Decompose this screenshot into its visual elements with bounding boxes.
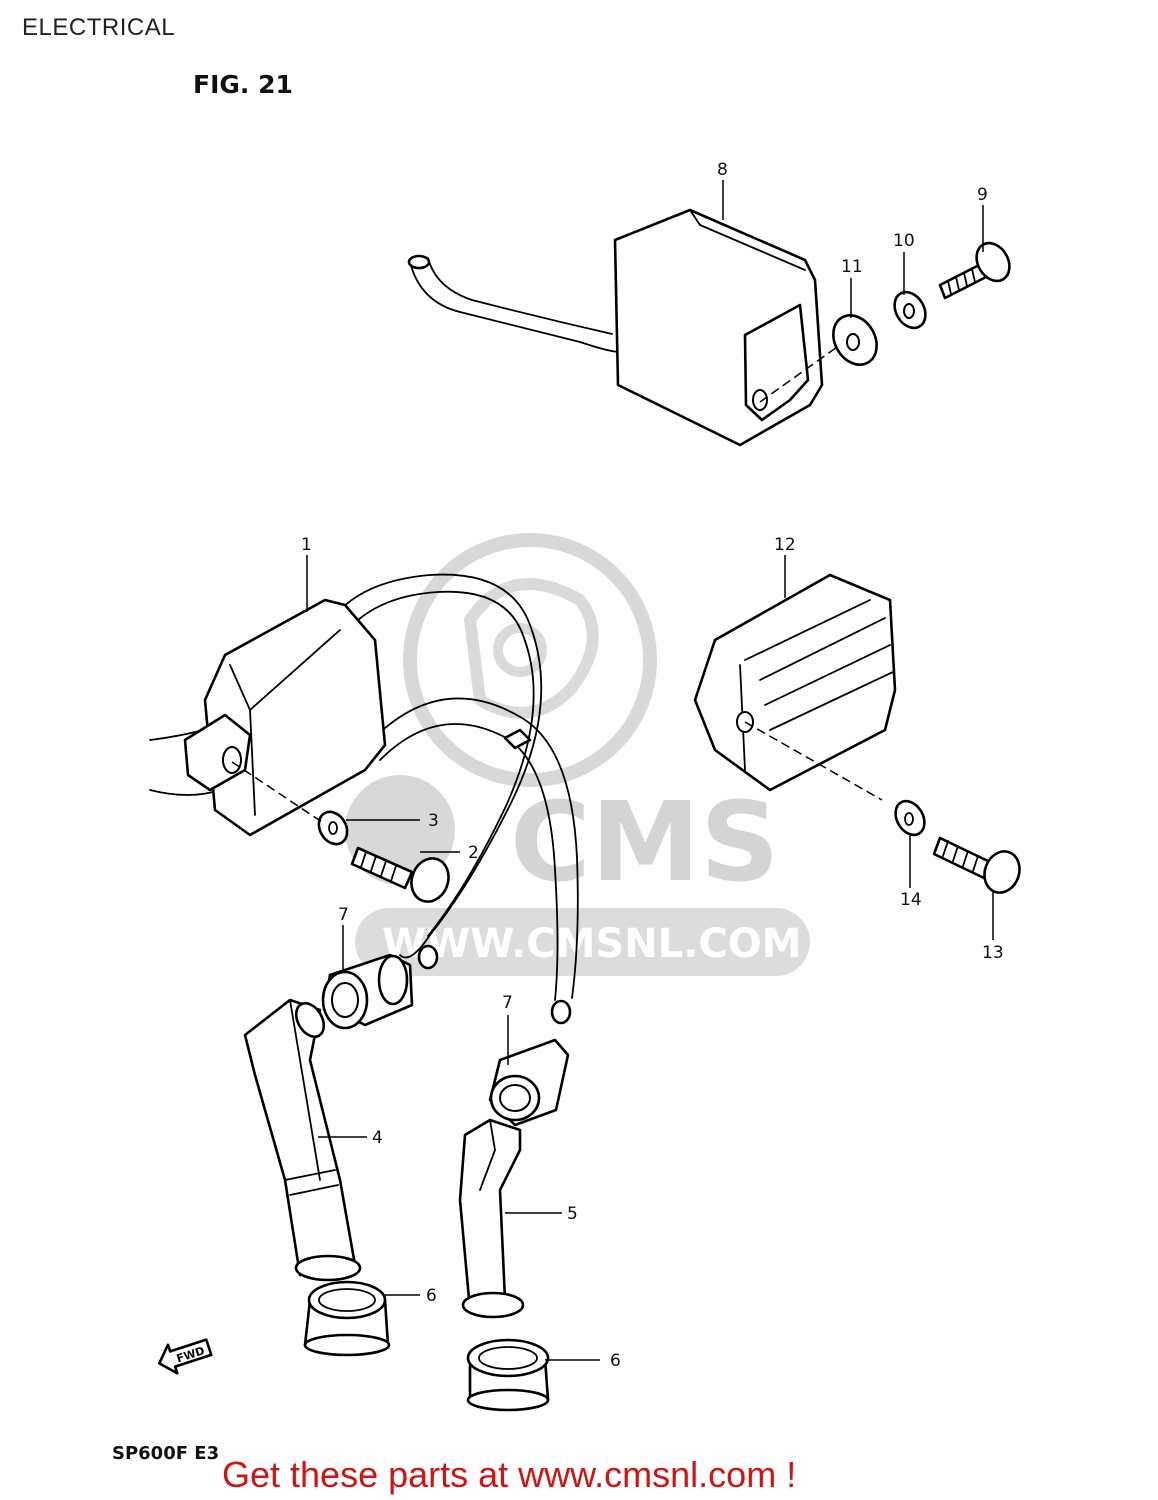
part-7-grommet-right [488,1038,570,1127]
part-13-screw [932,836,1021,894]
part-10-lock-washer [893,290,927,330]
callout-6b: 6 [610,1351,621,1371]
callout-7b: 7 [502,993,513,1013]
callout-1: 1 [301,535,312,555]
callout-4: 4 [372,1128,383,1148]
callout-11: 11 [841,257,863,277]
model-code: SP600F E3 [112,1443,220,1464]
callout-5: 5 [567,1204,578,1224]
watermark: CMS WWW.CMSNL.COM [345,533,810,976]
callout-6a: 6 [426,1286,437,1306]
leader-lines [306,180,994,1361]
callout-14: 14 [900,890,922,910]
part-8-igniter-unit [407,208,824,447]
part-3-washer [317,810,349,846]
part-6-cover-right [466,1338,550,1412]
assembly-lines [231,344,883,823]
part-9-screw [938,241,1011,300]
callout-9: 9 [977,185,988,205]
cta-link[interactable]: Get these parts at www.cmsnl.com ! [222,1454,797,1495]
watermark-brand: CMS [510,778,779,906]
callout-13: 13 [982,943,1004,963]
part-2-bolt [350,846,450,903]
figure-number: FIG. 21 [193,70,293,99]
part-11-washer [832,314,878,366]
callout-10: 10 [893,231,915,251]
fwd-arrow: FWD [158,1338,213,1375]
callout-8: 8 [717,160,728,180]
callout-2: 2 [468,843,479,863]
part-6-cover-left [303,1280,391,1357]
watermark-url: WWW.CMSNL.COM [382,921,802,967]
callout-7a: 7 [338,905,349,925]
callout-3: 3 [428,811,439,831]
callout-12: 12 [774,535,796,555]
section-title: ELECTRICAL [22,14,176,41]
part-1-ignition-coil [149,573,579,1025]
part-5-plug-cap [458,1118,525,1319]
part-14-washer [894,799,926,837]
part-12-regulator-rectifier [693,573,897,792]
part-4-plug-cap [243,998,362,1282]
part-7-grommet-left [321,953,414,1030]
